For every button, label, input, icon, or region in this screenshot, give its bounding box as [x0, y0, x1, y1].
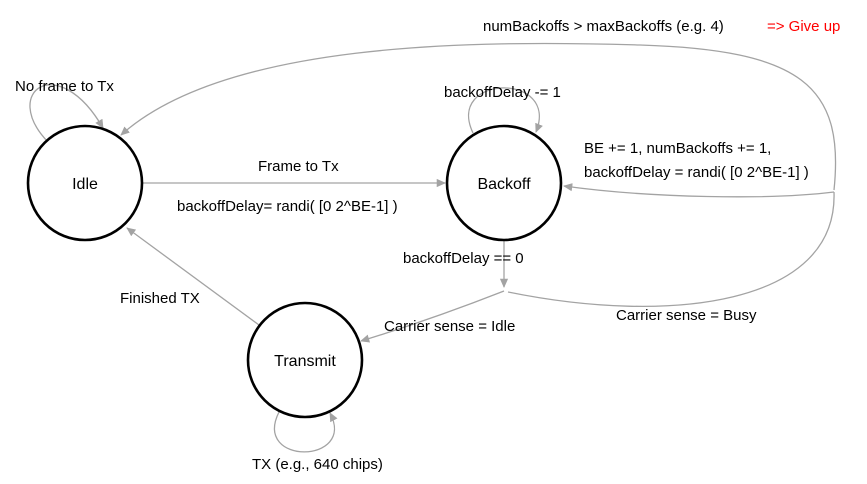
edge-backoff-self-loop [468, 87, 543, 134]
edge-giveup-to-idle [120, 42, 837, 191]
label-no-frame-to-tx: No frame to Tx [15, 78, 114, 95]
label-giveup-action: => Give up [767, 18, 840, 35]
label-carrier-sense-idle: Carrier sense = Idle [384, 318, 515, 335]
state-transmit [246, 301, 364, 419]
label-backoff-delay-zero: backoffDelay == 0 [403, 250, 524, 267]
state-idle [26, 124, 144, 242]
label-giveup-condition: numBackoffs > maxBackoffs (e.g. 4) [483, 18, 724, 35]
label-backoff-decrement: backoffDelay -= 1 [444, 84, 561, 101]
edge-busy-action-to-backoff [563, 183, 835, 198]
state-backoff-label: Backoff [477, 176, 531, 193]
state-backoff [445, 124, 563, 242]
label-be-increment-line2: backoffDelay = randi( [0 2^BE-1] ) [584, 164, 809, 181]
label-finished-tx: Finished TX [120, 290, 200, 307]
label-backoff-init: backoffDelay= randi( [0 2^BE-1] ) [177, 198, 398, 215]
label-frame-to-tx: Frame to Tx [258, 158, 339, 175]
edge-transmit-to-idle [126, 227, 260, 326]
label-be-increment-line1: BE += 1, numBackoffs += 1, [584, 140, 771, 157]
edge-transmit-self-loop [273, 411, 338, 453]
edge-branch-to-transmit [360, 290, 505, 343]
label-carrier-sense-busy: Carrier sense = Busy [616, 307, 757, 324]
edge-idle-self-loop [29, 84, 104, 143]
state-idle-label: Idle [72, 176, 98, 193]
label-tx-chips: TX (e.g., 640 chips) [252, 456, 383, 473]
state-transmit-label: Transmit [274, 353, 336, 370]
edge-carrier-busy-return [507, 191, 835, 308]
